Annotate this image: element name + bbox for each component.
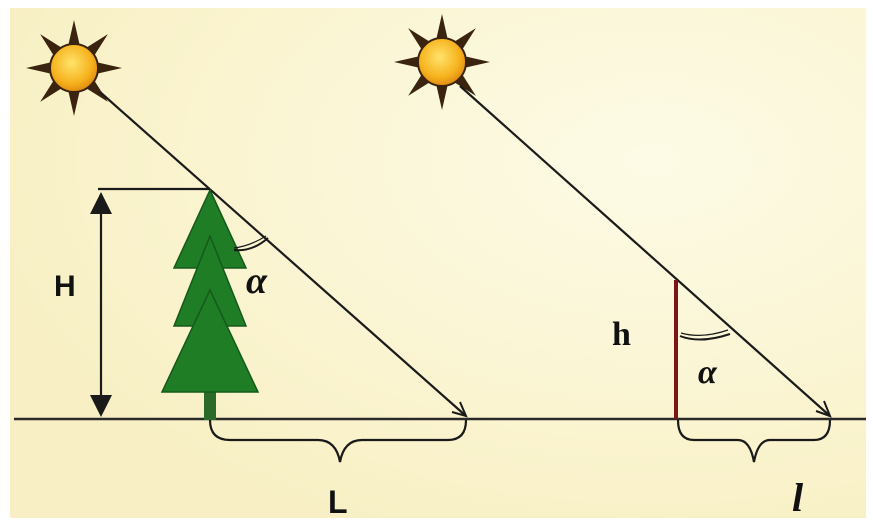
sun-icon xyxy=(394,14,490,110)
sun-icon xyxy=(26,20,122,116)
sun-ray-stick xyxy=(459,85,831,417)
label-stick-shadow: l xyxy=(792,475,804,520)
label-tree-shadow: L xyxy=(328,484,348,520)
background-panel xyxy=(10,8,866,518)
angle-arc-stick xyxy=(679,333,731,341)
height-arrowhead-top xyxy=(90,192,112,214)
angle-arc-tree xyxy=(233,237,269,252)
tree-icon xyxy=(160,188,260,420)
sun-ray xyxy=(435,14,449,41)
ray-arrowhead xyxy=(451,401,468,418)
ray-arrowhead xyxy=(815,400,832,418)
sun-ray-tree xyxy=(99,91,467,417)
sun-ray xyxy=(67,89,81,116)
sun-ray xyxy=(435,83,449,110)
label-stick-height: h xyxy=(612,316,631,353)
sun-ray xyxy=(67,20,81,47)
label-stick-angle: α xyxy=(698,354,717,391)
sun-ray xyxy=(463,55,490,69)
label-tree-height: H xyxy=(54,270,76,303)
sun-ray xyxy=(394,55,421,69)
shadow-brace-L xyxy=(208,419,468,463)
sun-ray xyxy=(95,61,122,75)
shadow-brace-l xyxy=(676,419,832,463)
label-tree-angle: α xyxy=(246,260,268,302)
sun-ray xyxy=(26,61,53,75)
height-arrowhead-bottom xyxy=(90,395,112,417)
